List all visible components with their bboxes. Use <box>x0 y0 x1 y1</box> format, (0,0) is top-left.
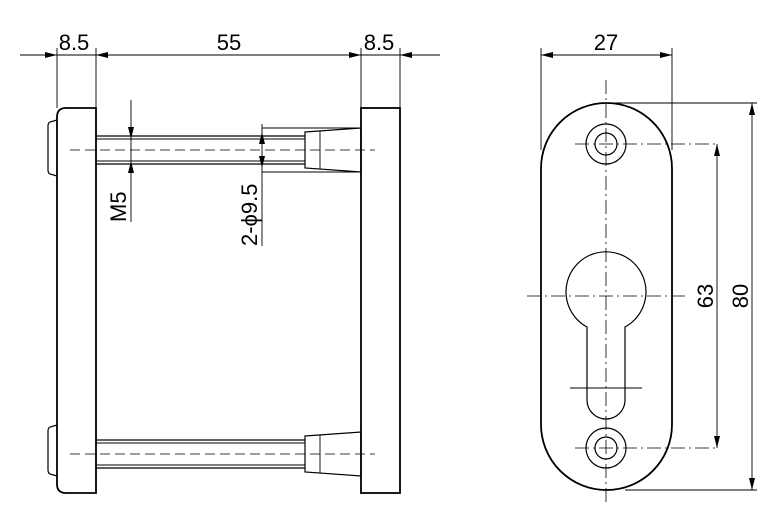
arrowhead <box>400 52 412 58</box>
arrowhead <box>128 127 134 139</box>
keyhole-cutout <box>565 251 647 420</box>
arrowhead <box>749 103 755 115</box>
arrowhead <box>259 156 265 168</box>
span-dimension: 55 <box>217 30 241 55</box>
arrowhead <box>96 52 108 58</box>
holes-dimension: 2-ϕ9.5 <box>237 184 262 246</box>
overall-length-dimension: 80 <box>728 284 753 308</box>
hole-spacing-dimension: 63 <box>693 284 718 308</box>
arrowhead <box>660 52 672 58</box>
width-dimension: 27 <box>594 30 618 55</box>
left-boss-bottom <box>47 424 58 477</box>
front-view: 27 63 80 <box>527 30 757 505</box>
right-flange-dimension: 8.5 <box>364 30 395 55</box>
left-plate <box>56 107 97 494</box>
arrowhead <box>749 478 755 490</box>
arrowhead <box>541 52 553 58</box>
arrowhead <box>45 52 57 58</box>
arrowhead <box>714 436 720 448</box>
arrowhead <box>349 52 361 58</box>
arrowhead <box>714 144 720 156</box>
bottom-ferrule <box>304 431 362 477</box>
left-boss-top <box>47 119 58 177</box>
escutcheon-outline <box>540 102 673 491</box>
right-plate <box>360 107 401 494</box>
arrowhead <box>128 161 134 173</box>
thread-dimension: M5 <box>106 191 131 222</box>
arrowhead <box>259 132 265 144</box>
left-flange-dimension: 8.5 <box>59 30 90 55</box>
side-view: 8.5 55 8.5 M5 <box>20 30 440 494</box>
